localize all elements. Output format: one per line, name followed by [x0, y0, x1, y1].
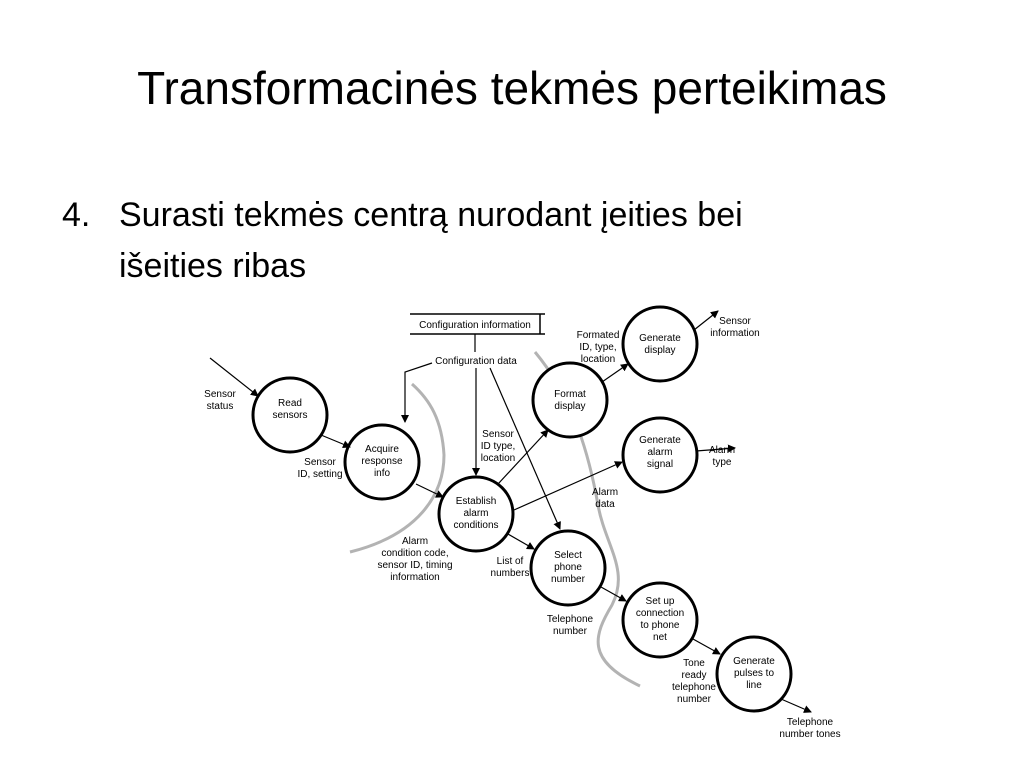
input-boundary-curve: [349, 382, 446, 554]
bullet-number: 4.: [62, 196, 91, 234]
arrow-sensor-status: [209, 357, 259, 397]
store-configuration-information: Configuration information: [419, 320, 531, 331]
arrow-sensor-information: [693, 310, 719, 331]
slide-title: Transformacinės tekmės perteikimas: [137, 62, 887, 114]
bullet-item: 4. Surasti tekmės centrą nurodant įeitie…: [62, 190, 962, 292]
bullet-line-1: Surasti tekmės centrą nurodant įeities b…: [119, 196, 743, 234]
arrow-config-to-select: [489, 367, 561, 530]
arrow-establish-to-format: [497, 429, 549, 485]
arrow-config-to-acquire: [401, 362, 433, 423]
arrow-alarm-type: [695, 444, 736, 453]
flow-configuration-data: Configuration data: [435, 356, 517, 367]
arrow-format-to-generate-display: [601, 363, 629, 383]
arrow-telephone-number-tones: [780, 698, 812, 713]
arrow-setup-to-pulses: [692, 638, 721, 655]
arrow-select-to-setup: [600, 586, 627, 602]
bullet-line-2: išeities ribas: [119, 247, 307, 285]
arrow-read-to-acquire: [320, 434, 351, 449]
arrow-establish-to-alarm-signal: [513, 461, 623, 511]
arrow-establish-to-select: [507, 533, 535, 550]
arrow-acquire-to-establish: [415, 483, 444, 498]
